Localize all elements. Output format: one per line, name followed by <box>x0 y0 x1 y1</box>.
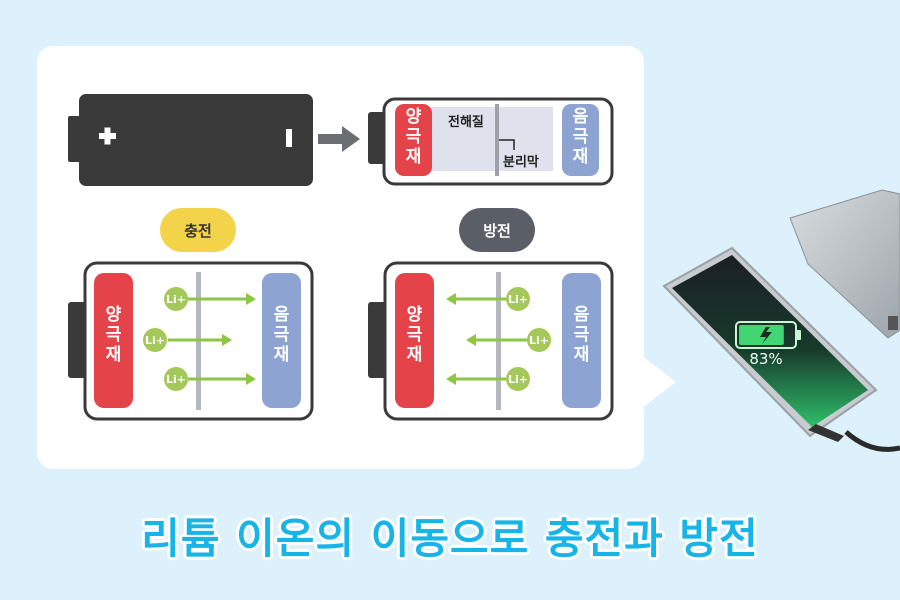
battery-percent: 83% <box>749 350 782 368</box>
charge-cathode-label: 양 극 재 <box>105 305 122 365</box>
charging-cable <box>844 430 900 452</box>
cell-anode-label: 음 극 재 <box>572 107 589 167</box>
discharge-title: 방전 <box>459 208 535 252</box>
cathode <box>395 104 432 176</box>
discharge-cathode <box>395 273 434 408</box>
discharge-battery: Li+ Li+ Li+ <box>368 261 614 421</box>
phone-charging-illustration: 83% <box>662 189 900 452</box>
separator-pointer <box>499 139 515 150</box>
charge-arrow <box>188 293 256 305</box>
power-bank <box>789 189 900 339</box>
ion-label: Li+ <box>508 293 528 306</box>
battery-icon <box>735 321 801 349</box>
charge-arrow <box>168 334 232 346</box>
discharge-cathode-label: 양 극 재 <box>406 305 423 365</box>
lithium-ion <box>164 287 188 311</box>
electrolyte-area <box>423 107 553 171</box>
caption-title: 리튬 이온의 이동으로 충전과 방전 <box>141 514 759 563</box>
discharge-arrow <box>446 293 508 305</box>
cell-cathode-label: 양 극 재 <box>405 107 422 167</box>
charge-cathode <box>94 273 133 408</box>
battery-body <box>79 94 313 186</box>
plus-icon <box>99 127 116 145</box>
ion-label: Li+ <box>508 373 528 386</box>
charge-anode-label: 음 극 재 <box>273 305 290 365</box>
ion-label: Li+ <box>529 334 549 347</box>
anode <box>562 104 599 176</box>
lithium-ion <box>506 287 530 311</box>
discharge-anode-label: 음 극 재 <box>573 305 590 365</box>
arrow-right-icon <box>318 126 360 152</box>
speech-bubble-tail <box>642 356 676 408</box>
battery-illustration <box>68 94 313 186</box>
discharge-anode <box>562 273 601 408</box>
charge-anode <box>262 273 301 408</box>
charge-arrow <box>188 373 256 385</box>
lightning-icon <box>760 327 772 344</box>
charge-battery: Li+ Li+ Li+ <box>68 261 314 421</box>
charge-title: 충전 <box>160 208 236 252</box>
charging-plug <box>808 424 844 442</box>
ion-label: Li+ <box>166 373 186 386</box>
cell-diagram <box>368 97 614 186</box>
discharge-arrow <box>446 373 508 385</box>
electrolyte-label: 전해질 <box>448 115 484 130</box>
separator-label: 분리막 <box>503 155 539 170</box>
lithium-ion <box>164 367 188 391</box>
lithium-ion <box>143 328 167 352</box>
lithium-ion <box>527 328 551 352</box>
lithium-ion <box>506 367 530 391</box>
minus-icon <box>286 129 292 147</box>
ion-label: Li+ <box>166 293 186 306</box>
separator <box>495 104 499 176</box>
discharge-arrow <box>466 334 528 346</box>
ion-label: Li+ <box>145 334 165 347</box>
